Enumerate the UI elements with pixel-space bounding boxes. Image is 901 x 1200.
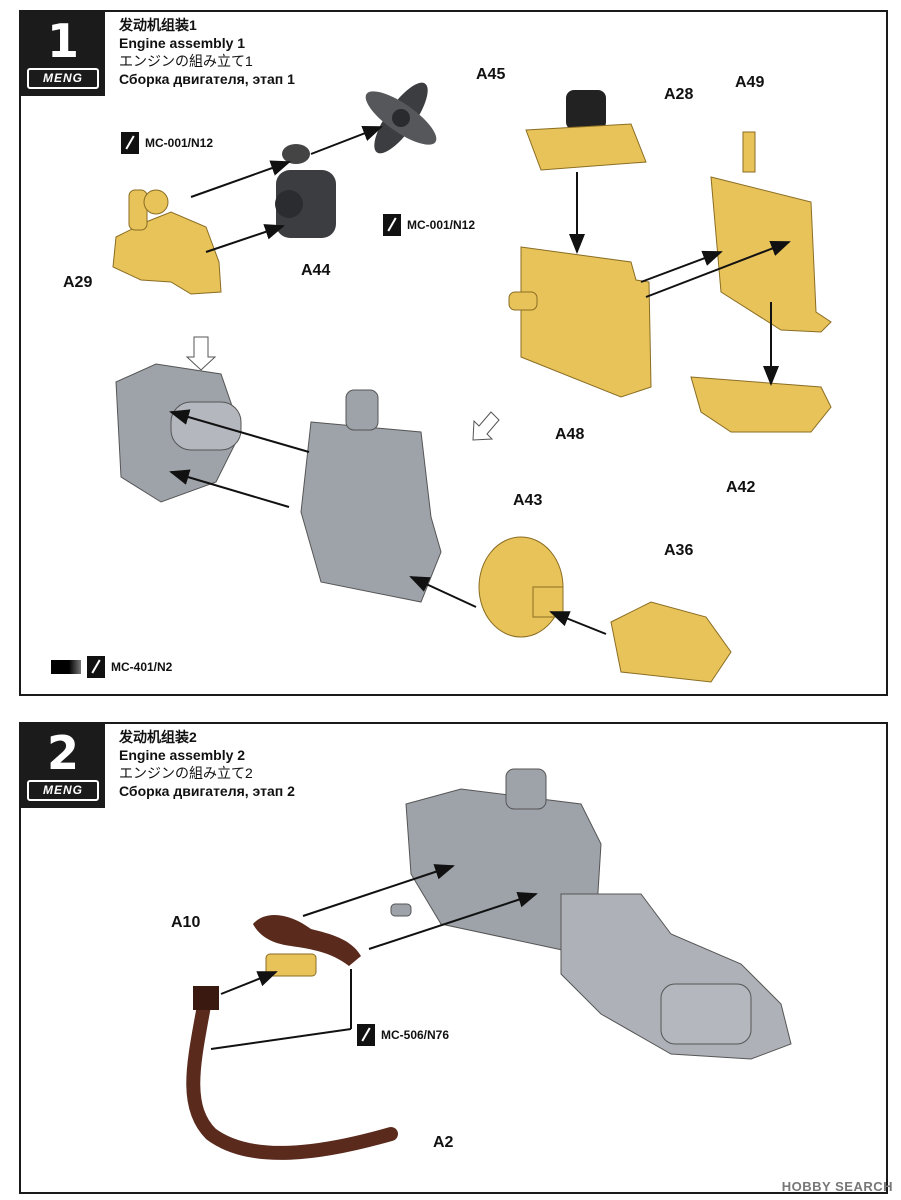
part-label-a42: A42 — [726, 479, 756, 496]
title-russian: Сборка двигателя, этап 1 — [119, 71, 295, 87]
paintbrush-icon — [87, 656, 105, 678]
title-japanese: エンジンの組み立て1 — [119, 53, 253, 69]
pipe-part-a10 — [253, 914, 361, 977]
step-number-badge: 1 MENG — [21, 12, 105, 96]
paint-callout-legend: MC-401/N2 — [51, 656, 172, 678]
paintbrush-icon — [357, 1024, 375, 1046]
step-title: 发动机组装1 Engine assembly 1 エンジンの組み立て1 Сбор… — [119, 16, 295, 88]
step-number-badge: 2 MENG — [21, 724, 105, 808]
cover-part-a28 — [525, 90, 647, 171]
pulley-part-a44 — [275, 144, 336, 238]
part-label-a48: A48 — [555, 426, 585, 443]
fan-part-a45 — [365, 82, 437, 154]
paint-callout-a29: MC-001/N12 — [121, 132, 213, 154]
part-label-a2: A2 — [433, 1134, 454, 1151]
part-label-a45: A45 — [476, 66, 506, 83]
step-1-panel: 1 MENG 发动机组装1 Engine assembly 1 エンジンの組み立… — [19, 10, 888, 696]
bracket-part-a29 — [112, 189, 222, 295]
flow-arrow-diagonal — [472, 411, 500, 441]
paintbrush-icon — [121, 132, 139, 154]
part-label-a28: A28 — [664, 86, 694, 103]
brand-logo: MENG — [27, 68, 99, 89]
part-label-a49: A49 — [735, 74, 765, 91]
step-1-illustration — [112, 82, 832, 683]
step-2-panel: 2 MENG 发动机组装2 Engine assembly 2 エンジンの組み立… — [19, 722, 888, 1194]
housing-part-a43 — [478, 536, 564, 638]
part-label-a36: A36 — [664, 542, 694, 559]
assembly-arrows — [169, 126, 791, 635]
paintbrush-icon — [383, 214, 401, 236]
watermark: HOBBY SEARCH — [781, 1179, 893, 1194]
paint-callout-a44: MC-001/N12 — [383, 214, 475, 236]
color-swatch-icon — [51, 660, 81, 674]
part-label-a10: A10 — [171, 914, 201, 931]
assembled-engine-grey — [390, 768, 792, 1060]
hose-part-a2 — [186, 986, 398, 1160]
part-label-a44: A44 — [301, 262, 331, 279]
flow-arrow-down — [185, 336, 217, 371]
step-2-illustration — [186, 768, 792, 1160]
paint-callout-a10: MC-506/N76 — [357, 1024, 449, 1046]
title-english: Engine assembly 2 — [119, 747, 246, 763]
engine-block-part-a48 — [508, 246, 652, 398]
title-chinese: 发动机组装1 — [119, 17, 197, 33]
title-chinese: 发动机组装2 — [119, 729, 197, 745]
assembly-arrows — [210, 864, 538, 1050]
title-japanese: エンジンの組み立て2 — [119, 765, 253, 781]
part-label-a29: A29 — [63, 274, 93, 291]
step-number: 2 — [46, 726, 79, 780]
assembled-engine-grey — [115, 363, 442, 603]
gearbox-part-a36 — [610, 601, 732, 683]
step-title: 发动机组装2 Engine assembly 2 エンジンの組み立て2 Сбор… — [119, 728, 295, 800]
brand-logo: MENG — [27, 780, 99, 801]
step-number: 1 — [46, 14, 79, 68]
title-russian: Сборка двигателя, этап 2 — [119, 783, 295, 799]
title-english: Engine assembly 1 — [119, 35, 246, 51]
oil-pan-part-a42 — [690, 376, 832, 433]
part-label-a43: A43 — [513, 492, 543, 509]
